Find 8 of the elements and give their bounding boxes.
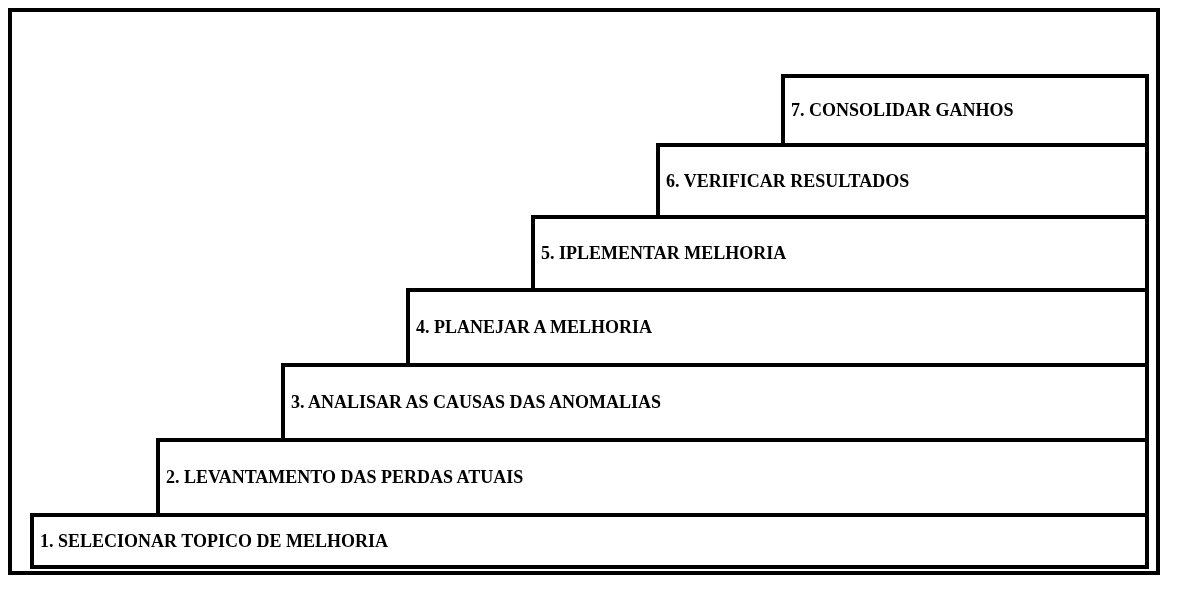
step-label: 7. CONSOLIDAR GANHOS [791,100,1014,121]
step-label: 6. VERIFICAR RESULTADOS [666,170,910,192]
step-box [30,513,1149,569]
step-label: 1. SELECIONAR TOPICO DE MELHORIA [40,530,388,552]
step-label: 2. LEVANTAMENTO DAS PERDAS ATUAIS [166,467,524,488]
step-label: 4. PLANEJAR A MELHORIA [416,317,653,338]
step-label: 3. ANALISAR AS CAUSAS DAS ANOMALIAS [291,392,662,413]
step-label: 5. IPLEMENTAR MELHORIA [541,243,787,264]
